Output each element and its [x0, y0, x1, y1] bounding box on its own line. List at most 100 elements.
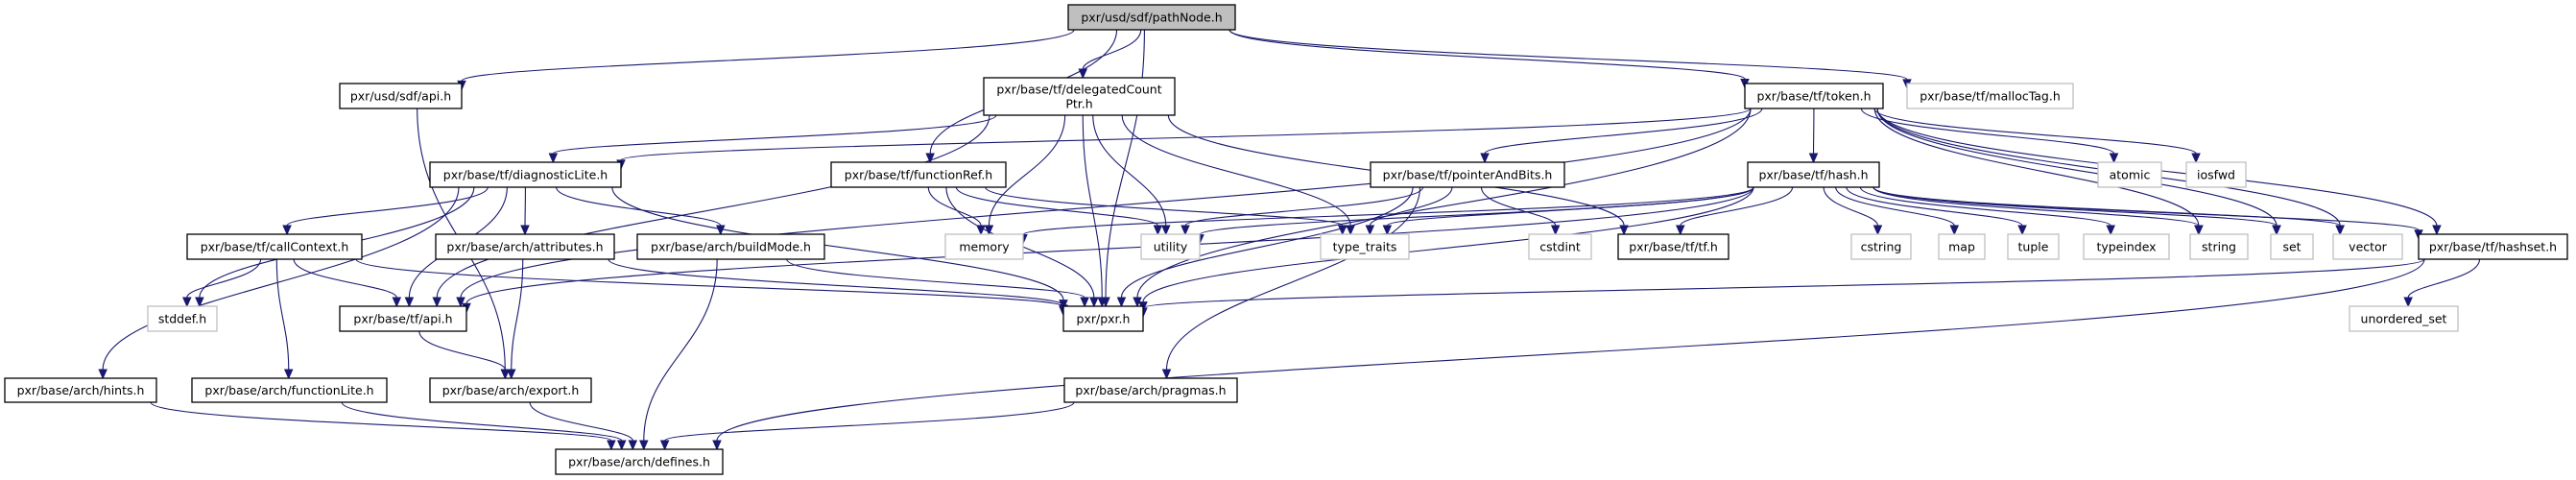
edge-export-to-defines — [529, 401, 638, 451]
node-tfApi[interactable]: pxr/base/tf/api.h — [339, 305, 467, 332]
arrowhead-icon — [628, 440, 638, 451]
node-pragmas[interactable]: pxr/base/arch/pragmas.h — [1063, 377, 1238, 403]
node-callContext[interactable]: pxr/base/tf/callContext.h — [186, 233, 363, 260]
edge-diagLite-to-hints — [98, 186, 460, 380]
node-attributes[interactable]: pxr/base/arch/attributes.h — [435, 233, 615, 260]
node-functionLite[interactable]: pxr/base/arch/functionLite.h — [191, 377, 388, 403]
edge-callContext-to-stddef — [182, 258, 262, 308]
node-box — [429, 161, 622, 188]
node-functionRef[interactable]: pxr/base/tf/functionRef.h — [830, 161, 1007, 188]
node-diagLite[interactable]: pxr/base/tf/diagnosticLite.h — [429, 161, 622, 188]
node-label: iosfwd — [2197, 168, 2235, 182]
node-label: vector — [2349, 240, 2388, 254]
edge-line — [465, 186, 1754, 304]
node-label: pxr/base/tf/tf.h — [1629, 240, 1718, 254]
arrowhead-icon — [283, 369, 294, 380]
node-buildMode[interactable]: pxr/base/arch/buildMode.h — [636, 233, 825, 260]
edge-line — [418, 330, 506, 371]
node-sdfApi[interactable]: pxr/usd/sdf/api.h — [339, 83, 463, 109]
node-box — [555, 448, 724, 475]
edge-hash-to-set — [1872, 186, 2281, 236]
node-label: string — [2202, 240, 2236, 254]
edge-hash-to-string — [1872, 186, 2204, 236]
node-pointerAndBits[interactable]: pxr/base/tf/pointerAndBits.h — [1370, 161, 1565, 188]
edge-token-to-pxr — [1133, 108, 1752, 308]
edge-line — [293, 258, 397, 299]
arrowhead-icon — [1808, 153, 1819, 164]
arrowhead-icon — [1676, 225, 1685, 236]
arrowhead-icon — [2272, 225, 2281, 236]
edge-line — [436, 114, 990, 299]
edge-line — [556, 186, 722, 227]
edge-line — [927, 186, 982, 227]
node-label: cstdint — [1539, 240, 1581, 254]
node-tfh[interactable]: pxr/base/tf/tf.h — [1617, 233, 1729, 260]
arrowhead-icon — [2109, 153, 2119, 164]
node-label: tuple — [2018, 240, 2049, 254]
node-label: atomic — [2110, 168, 2151, 182]
node-box — [339, 83, 463, 109]
node-box — [2349, 305, 2459, 332]
arrowhead-icon — [520, 225, 530, 236]
edge-line — [1860, 108, 2115, 155]
node-pxr[interactable]: pxr/pxr.h — [1062, 305, 1144, 332]
node-hints[interactable]: pxr/base/arch/hints.h — [4, 377, 157, 403]
arrowhead-icon — [2335, 225, 2345, 236]
node-export[interactable]: pxr/base/arch/export.h — [429, 377, 592, 403]
edge-line — [1876, 108, 2278, 227]
node-iosfwd: iosfwd — [2185, 161, 2247, 188]
node-box — [147, 305, 218, 332]
edges-layer — [98, 29, 2481, 451]
arrowhead-icon — [282, 225, 292, 236]
node-tuple: tuple — [2007, 233, 2060, 260]
node-cstdint: cstdint — [1528, 233, 1592, 260]
edge-hints-to-defines — [150, 401, 616, 451]
edge-line — [985, 186, 1344, 227]
edge-line — [1369, 186, 1453, 227]
edge-pragmas-to-defines — [659, 401, 1075, 451]
arrowhead-icon — [2403, 297, 2413, 308]
node-cstring: cstring — [1850, 233, 1912, 260]
arrowhead-icon — [1872, 225, 1883, 236]
edge-attributes-to-export — [506, 258, 524, 380]
edge-line — [786, 258, 1085, 299]
node-box — [435, 233, 615, 260]
edge-pointerAndBits-to-pxr — [1116, 186, 1414, 308]
edge-functionRef-to-utility — [955, 186, 1163, 236]
node-box — [983, 77, 1176, 116]
node-box — [1067, 4, 1236, 31]
edge-line — [1872, 186, 2200, 227]
node-hash[interactable]: pxr/base/tf/hash.h — [1747, 161, 1880, 188]
edge-line — [511, 258, 524, 371]
node-label: pxr/base/tf/delegatedCount — [996, 83, 1161, 97]
edge-token-to-atomic — [1860, 108, 2119, 164]
arrowhead-icon — [712, 440, 722, 451]
node-token[interactable]: pxr/base/tf/token.h — [1744, 83, 1884, 109]
node-hashset[interactable]: pxr/base/tf/hashset.h — [2418, 233, 2568, 260]
edge-line — [1120, 186, 1414, 299]
edge-hashset-to-unorderedSet — [2403, 258, 2481, 308]
edge-line — [461, 29, 1075, 82]
arrowhead-icon — [2017, 225, 2027, 236]
arrowhead-icon — [1949, 225, 1960, 236]
edge-line — [552, 114, 997, 155]
edge-line — [1082, 29, 1142, 70]
edge-line — [1142, 186, 1754, 302]
edge-line — [1872, 186, 2420, 231]
node-vector: vector — [2332, 233, 2403, 260]
edge-line — [275, 258, 290, 371]
arrowhead-icon — [925, 153, 935, 164]
node-box — [2083, 233, 2170, 260]
node-defines[interactable]: pxr/base/arch/defines.h — [555, 448, 724, 475]
edge-hash-to-typeindex — [1859, 186, 2115, 236]
arrowhead-icon — [1116, 297, 1127, 308]
edge-line — [643, 258, 718, 442]
edge-line — [716, 258, 2425, 442]
node-box — [2189, 233, 2249, 260]
arrowhead-icon — [1080, 297, 1089, 308]
edge-line — [1082, 114, 1103, 299]
arrowhead-icon — [716, 225, 726, 236]
node-pathNode[interactable]: pxr/usd/sdf/pathNode.h — [1067, 4, 1236, 31]
